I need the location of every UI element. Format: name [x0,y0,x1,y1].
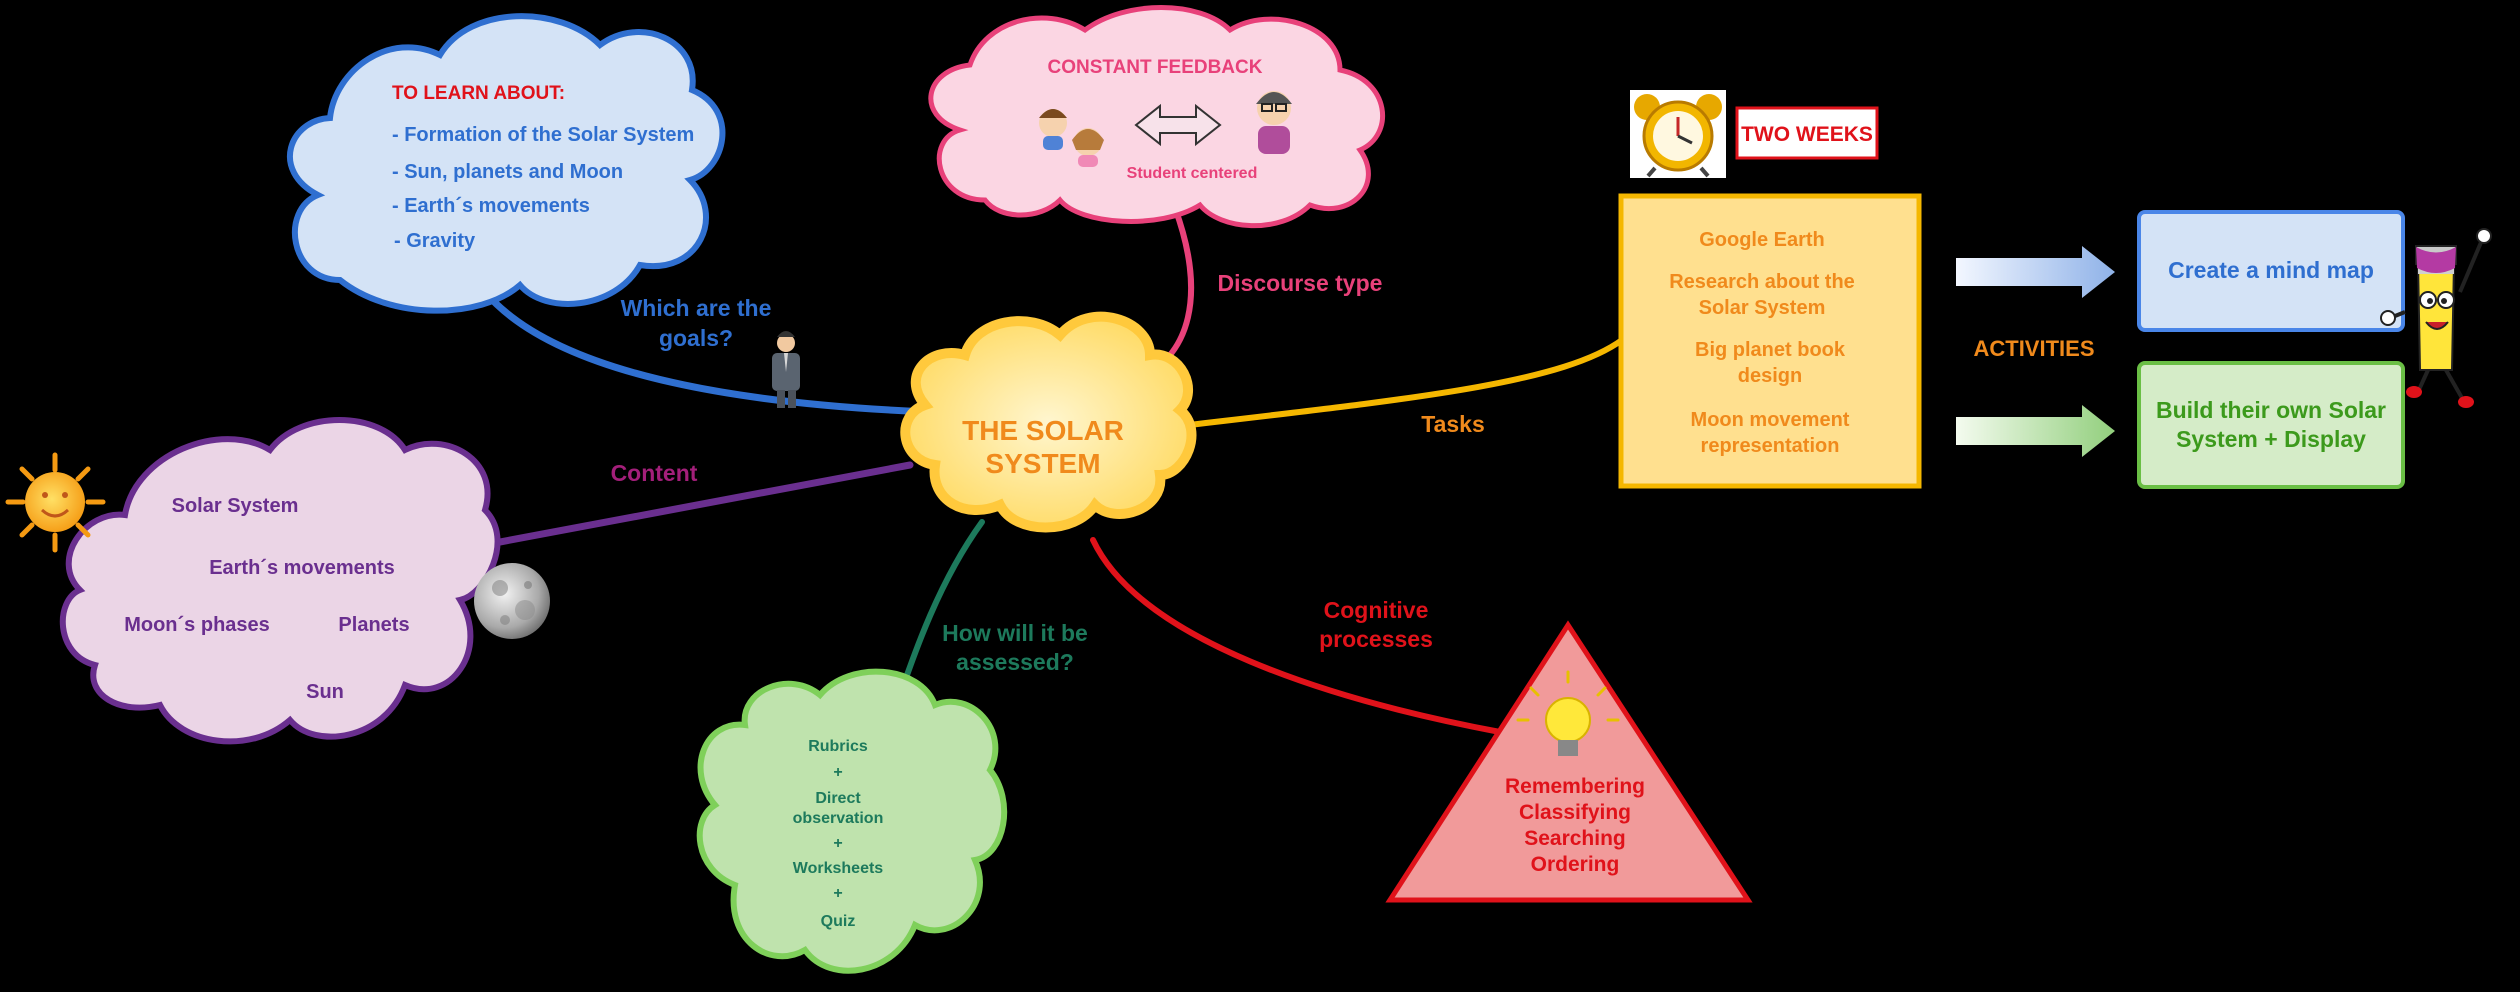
task-line: representation [1701,435,1840,457]
activity-mind-map-box [2137,210,2405,332]
task-line: Research about the [1669,271,1855,293]
content-item: Moon´s phases [124,614,270,636]
tasks-branch-label: Tasks [1421,411,1485,437]
assessment-cloud [696,668,1008,974]
content-item: Earth´s movements [209,557,395,579]
assessment-branch-label: assessed? [956,649,1074,675]
arrow-right-icon [1956,405,2115,457]
cognitive-branch-label: Cognitive [1324,597,1429,623]
pencil-mascot-icon [2380,228,2492,408]
lightbulb-icon [1516,670,1620,756]
cognitive-item: Remembering [1505,775,1645,798]
center-cloud [900,311,1197,533]
goals-branch-line [481,288,934,416]
task-line: Moon movement [1691,409,1850,431]
assessment-item: Direct [815,790,861,807]
cognitive-branch-line [1090,537,1503,735]
tasks-box [1618,193,1922,489]
content-branch-label: Content [611,460,698,486]
content-item: Solar System [172,495,299,517]
discourse-branch-label: Discourse type [1218,270,1383,296]
teacher-icon [1256,91,1292,154]
goal-item: - Sun, planets and Moon [392,161,623,183]
assessment-item: observation [793,810,884,827]
sun-icon [5,452,106,553]
task-line: design [1738,365,1802,387]
duration-text: TWO WEEKS [1741,123,1873,146]
cognitive-triangle [1385,620,1753,903]
content-cloud [59,417,501,745]
goals-cloud [287,13,726,314]
goals-branch-label: goals? [659,325,733,351]
activity-item: System + Display [2176,426,2366,452]
task-line: Google Earth [1699,229,1825,251]
tasks-branch-line [1160,337,1625,431]
discourse-heading: CONSTANT FEEDBACK [1048,57,1263,78]
assessment-branch-label: How will it be [942,620,1088,646]
cognitive-item: Searching [1524,827,1626,850]
assessment-item: Worksheets [793,860,884,877]
activities-label: ACTIVITIES [1973,336,2094,361]
assessment-item: Rubrics [808,738,868,755]
teacher-figure-icon [772,331,800,408]
activity-item: Build their own Solar [2156,397,2386,423]
assessment-item: + [833,764,842,781]
cognitive-branch-label: processes [1319,626,1433,652]
activity-solar-system-box [2137,361,2405,489]
content-item: Sun [306,681,344,703]
task-line: Big planet book [1695,339,1846,361]
goal-item: - Earth´s movements [392,195,590,217]
goals-branch-label: Which are the [621,295,772,321]
assessment-item: + [833,885,842,902]
goal-item: - Gravity [394,230,476,252]
cognitive-item: Classifying [1519,801,1631,824]
task-line: Solar System [1699,297,1826,319]
content-item: Planets [338,614,409,636]
center-title-line2: SYSTEM [985,448,1100,479]
students-icon [1039,109,1104,167]
center-title-line1: THE SOLAR [962,415,1124,446]
goal-item: - Formation of the Solar System [392,124,694,146]
assessment-item: + [833,835,842,852]
discourse-caption: Student centered [1127,165,1258,182]
activity-item: Create a mind map [2168,257,2374,283]
arrow-right-icon [1956,246,2115,298]
goals-heading: TO LEARN ABOUT: [392,83,565,104]
cognitive-item: Ordering [1531,853,1620,876]
double-arrow-icon [1134,103,1222,147]
duration-box [1735,106,1879,160]
alarm-clock-icon [1630,90,1726,178]
content-branch-line [464,461,914,552]
moon-icon [474,563,550,639]
assessment-item: Quiz [821,913,856,930]
